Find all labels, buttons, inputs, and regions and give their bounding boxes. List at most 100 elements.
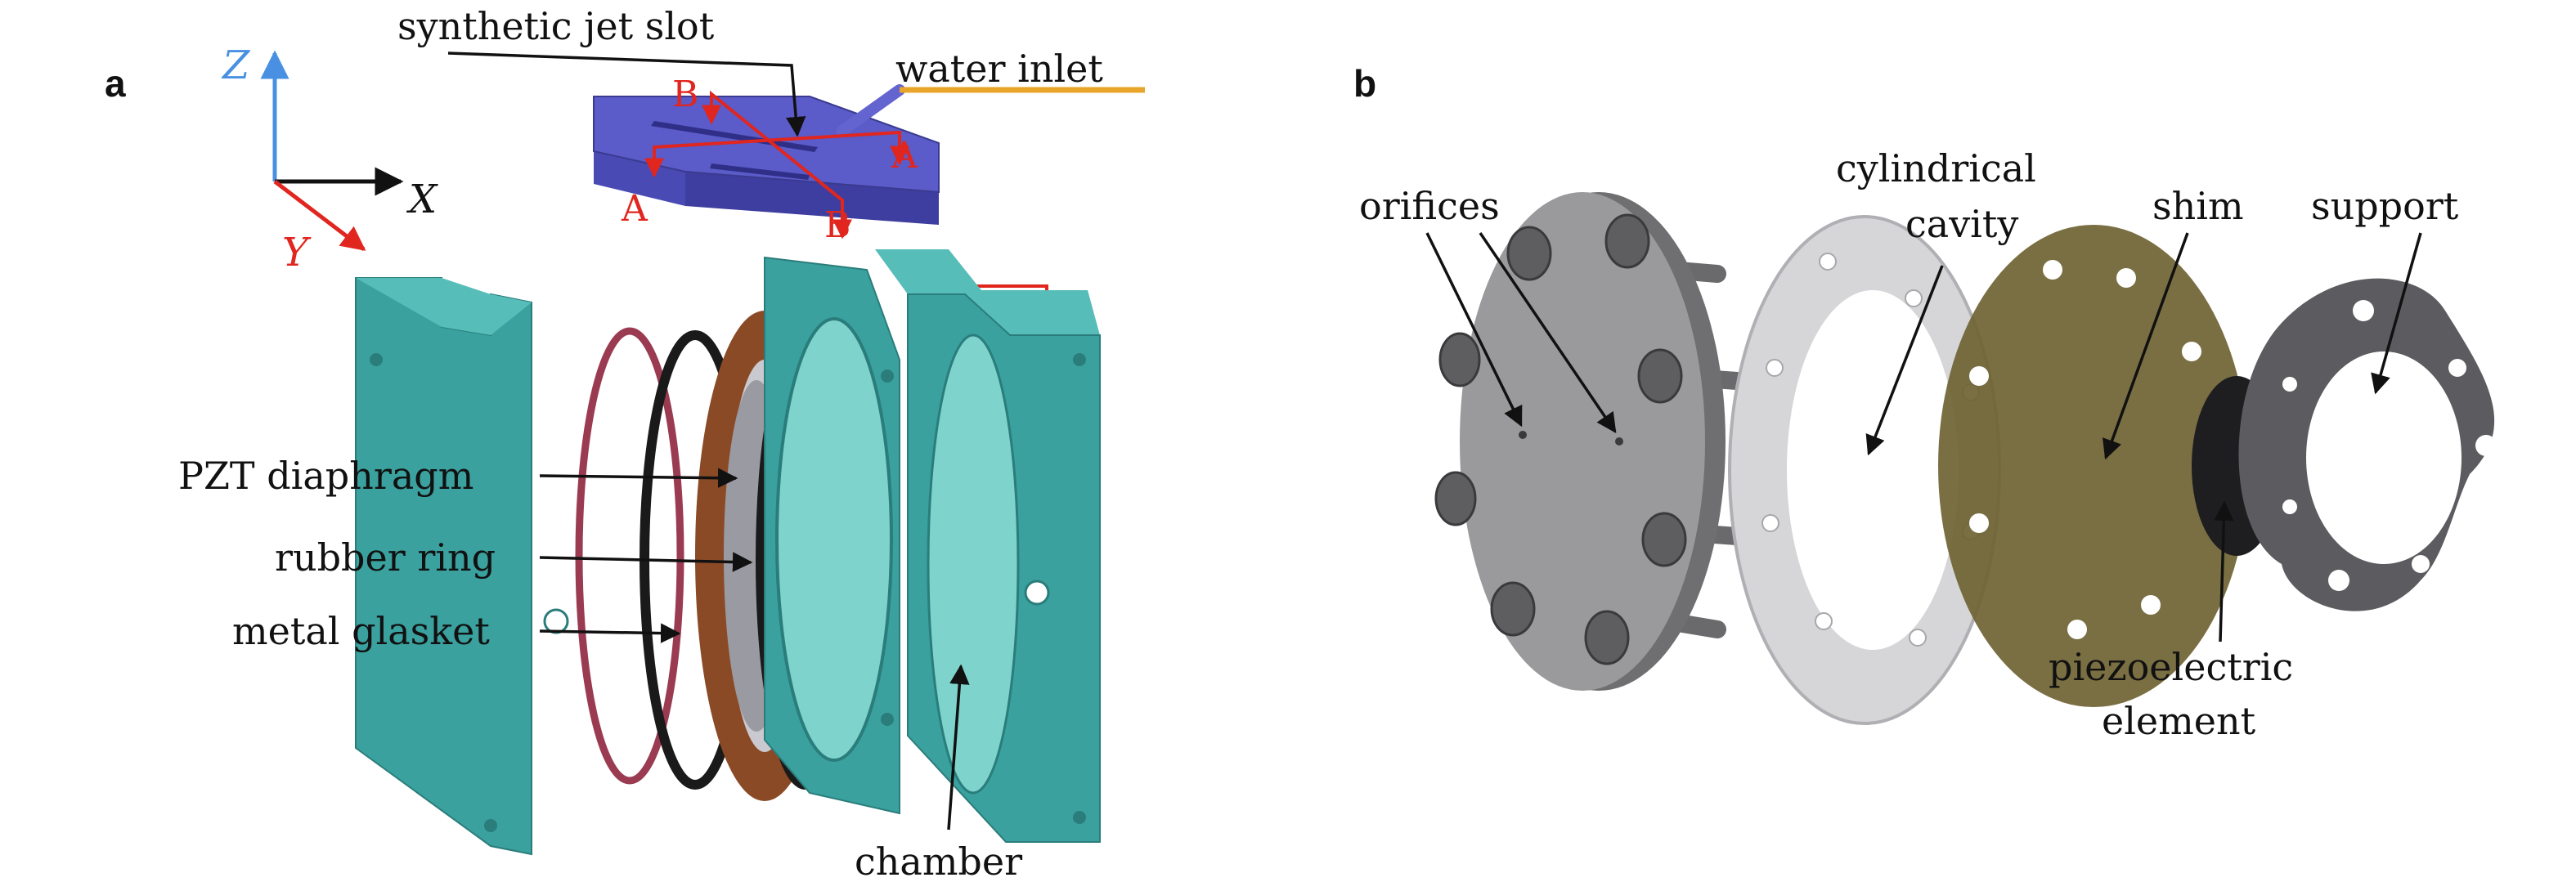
panel-b: b: [1353, 62, 2497, 743]
leader-shim: [2103, 232, 2189, 460]
label-rubber-ring: rubber ring: [275, 535, 496, 580]
label-chamber: chamber: [855, 840, 1022, 884]
label-shim: shim: [2152, 184, 2244, 228]
y-axis-line: [273, 180, 366, 251]
y-axis-label: Y: [282, 230, 312, 275]
support-frame: [2238, 278, 2497, 611]
support-hole-3: [2475, 435, 2497, 456]
leader-synthetic-jet-slot: [447, 51, 806, 137]
panel-b-letter: b: [1353, 62, 1376, 105]
panel-a-letter: a: [105, 62, 126, 105]
label-cylindrical: cylindrical: [1836, 146, 2036, 190]
panel-a: a Z X Y: [105, 4, 1145, 884]
cavity-ring-inner: [1787, 290, 1959, 650]
chamber-screw-2: [881, 713, 894, 726]
shim-hole-8: [2141, 595, 2161, 615]
cavity-hole-7: [1815, 612, 1833, 630]
label-support: support: [2311, 184, 2459, 228]
z-axis-label: Z: [221, 43, 251, 88]
panel-b-leaders: [1425, 232, 2422, 643]
label-element: element: [2102, 699, 2256, 743]
right-block-screw-1: [1073, 353, 1086, 366]
chamber-bore: [775, 317, 893, 762]
bolt-head-1: [1506, 226, 1552, 281]
bolt-head-3: [1438, 332, 1481, 387]
label-water-inlet: water inlet: [895, 47, 1103, 91]
right-block-recess: [927, 334, 1020, 795]
label-synthetic-jet-slot: synthetic jet slot: [397, 4, 715, 48]
right-block-bolt-hole: [1024, 580, 1050, 606]
label-pzt-diaphragm: PZT diaphragm: [178, 454, 473, 498]
panel-b-labels: orifices cylindrical cavity shim support…: [1359, 146, 2459, 743]
orifice-plate: [1434, 192, 1726, 691]
section-letter-a-right: A: [891, 135, 918, 177]
label-orifices: orifices: [1359, 184, 1500, 228]
section-letter-b-bottom: B: [824, 204, 850, 246]
shim-hole-7: [2067, 620, 2087, 639]
left-block-top: [356, 278, 532, 335]
label-cavity: cavity: [1905, 202, 2018, 246]
right-housing-block: [875, 249, 1101, 843]
shim-hole-4: [2182, 342, 2201, 361]
right-block-screw-2: [1073, 811, 1086, 824]
panel-a-labels: synthetic jet slot water inlet PZT diaph…: [178, 4, 1103, 884]
metal-gasket-ring: [575, 327, 684, 785]
right-block-top: [875, 249, 1100, 335]
cavity-hole-2: [1905, 289, 1923, 307]
support-hole-2: [2448, 359, 2466, 377]
left-block-screw-hole-1: [370, 353, 383, 366]
shim-hole-1: [2043, 260, 2062, 280]
bolt-heads: [1434, 213, 1687, 665]
support-hole-6: [2282, 499, 2297, 514]
panel-a-leaders: [447, 51, 970, 831]
leader-rubber-ring: [539, 552, 753, 572]
slot-channel: [710, 163, 810, 180]
coordinate-axes: Z X Y: [221, 43, 438, 275]
cavity-hole-1: [1819, 253, 1837, 271]
label-metal-glasket: metal glasket: [232, 609, 490, 653]
shim-hole-3: [1969, 366, 1989, 386]
cavity-hole-8: [1909, 629, 1927, 647]
x-axis-label: X: [406, 177, 438, 222]
cavity-hole-3: [1766, 359, 1784, 377]
support-hole-1: [2353, 300, 2374, 321]
support-center-opening: [2306, 351, 2462, 564]
support-hole-4: [2412, 555, 2430, 573]
support-hole-7: [2282, 377, 2297, 392]
orifice-plate-face: [1460, 192, 1705, 691]
orifice-1: [1519, 431, 1527, 439]
section-letter-a-left: A: [621, 188, 648, 230]
label-piezoelectric: piezoelectric: [2049, 645, 2293, 689]
leader-cylindrical-cavity: [1865, 265, 1944, 456]
bolt-head-8: [1584, 610, 1630, 665]
bolt-head-2: [1604, 213, 1650, 269]
water-inlet-pipe: [837, 84, 905, 137]
slot-groove: [651, 121, 818, 152]
jet-slot-plate: [593, 84, 940, 225]
bolt-head-5: [1434, 471, 1477, 526]
leader-chamber: [947, 664, 970, 831]
support-holes: [2282, 300, 2497, 591]
left-block-screw-hole-2: [484, 819, 497, 832]
bolt-head-7: [1490, 581, 1536, 637]
shim-face: [1938, 225, 2249, 707]
leader-support: [2371, 232, 2422, 395]
orifice-2: [1615, 437, 1623, 446]
leader-orifices-2: [1479, 232, 1617, 434]
shim-hole-2: [2116, 268, 2136, 288]
cavity-hole-5: [1761, 514, 1779, 532]
left-housing-block: [355, 277, 569, 856]
plate-side-left: [594, 151, 685, 206]
plate-side-front: [685, 172, 939, 225]
leader-metal-glasket: [539, 623, 681, 643]
bolt-head-6: [1641, 512, 1687, 567]
leader-orifices-1: [1425, 232, 1523, 428]
support-hole-5: [2328, 570, 2349, 591]
leader-piezoelectric-element: [2214, 500, 2234, 643]
bolt-head-4: [1637, 348, 1683, 404]
chamber-screw-1: [881, 369, 894, 383]
section-letter-b-top: B: [672, 74, 698, 115]
leader-pzt-diaphragm: [539, 468, 738, 488]
left-block-bolt-hole: [543, 608, 569, 634]
